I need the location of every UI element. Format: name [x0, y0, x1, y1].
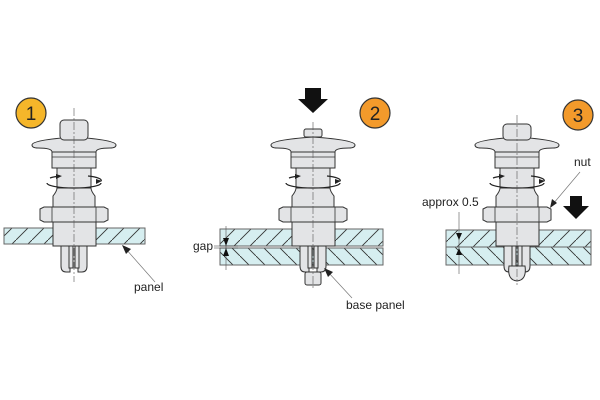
label-nut: nut	[574, 155, 591, 169]
step-number-3: 3	[573, 106, 584, 127]
press-down-arrow-icon	[298, 88, 328, 113]
push-down-arrow-icon	[563, 196, 589, 219]
step-badge-3	[562, 99, 594, 131]
step-badge-1	[15, 97, 47, 129]
step-number-1: 1	[26, 104, 37, 125]
label-panel: panel	[134, 280, 163, 294]
step-badge-2	[359, 97, 391, 129]
step-number-2: 2	[370, 104, 381, 125]
label-approx-0-5: approx 0.5	[422, 195, 479, 209]
step-3: 3 nut approx 0.5	[422, 99, 594, 285]
label-gap: gap	[193, 239, 213, 253]
label-base-panel: base panel	[346, 298, 405, 312]
step-2: 2 gap base panel	[193, 88, 405, 312]
step-1: 1 panel	[3, 97, 163, 294]
